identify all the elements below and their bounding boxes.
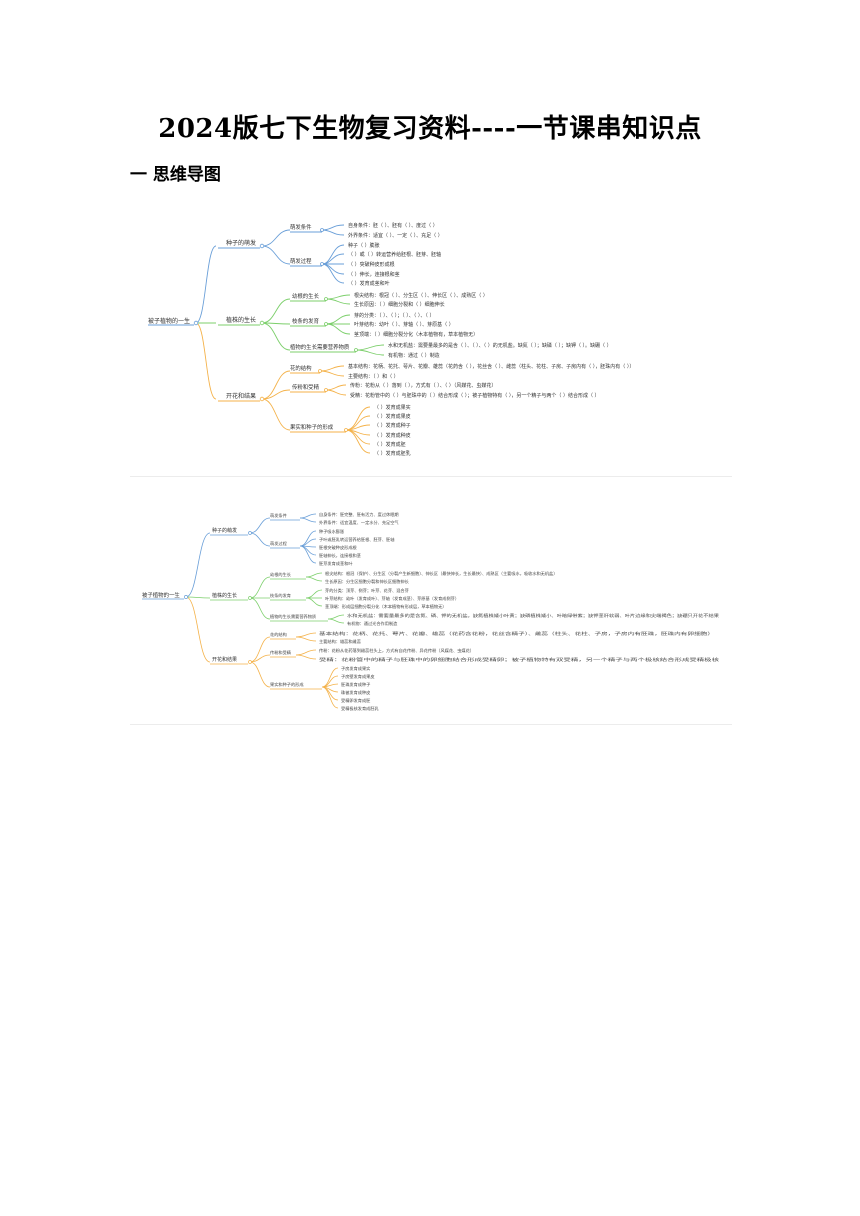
leaf: 水和无机盐：需要量最多的是含氮、磷、钾的无机盐。缺氮植株矮小叶黄；缺磷植株矮小、… xyxy=(347,612,720,619)
leaf: 自身条件：胚（ ）、胚有（ ）、度过（ ） xyxy=(348,222,438,229)
leaf: 受精：花粉管中的（ ）与胚珠中的（ ）结合形成（ ）；被子植物特有（ ），另一个… xyxy=(350,392,600,399)
leaf: 主要结构：（ ）和（ ） xyxy=(348,373,399,380)
node-nutrients: 植物的生长需要营养物质 xyxy=(270,613,316,620)
leaf: 自身条件：胚完整、胚有活力、度过休眠期 xyxy=(319,511,399,518)
node-germination-conditions: 萌发条件 xyxy=(290,223,312,231)
leaf: 传粉：花粉从（ ）落到（ ），方式有（ ）、（ ）（风媒花、虫媒花） xyxy=(350,382,496,389)
leaf: （ ）伸长，连接根和茎 xyxy=(348,271,400,278)
leaf: 子房发育成果实 xyxy=(341,665,370,672)
branch-plant-growth: 植株的生长 xyxy=(226,316,256,324)
leaf: 叶芽结构：幼叶（ ）、芽轴（ ）、芽原基（ ） xyxy=(354,321,454,328)
leaf: 主要结构：雄蕊和雌蕊 xyxy=(319,638,362,645)
node-fruit-formation: 果实和种子的形成 xyxy=(290,423,334,431)
root-node: 被子植物的一生 xyxy=(142,591,180,599)
leaf: 传粉：花粉从花药落到雌蕊柱头上，方式有自花传粉、异花传粉（风媒花、虫媒花） xyxy=(319,647,474,654)
branch-flower-fruit: 开花和结果 xyxy=(226,392,256,400)
leaf: （ ）发育成果实 xyxy=(374,404,411,411)
leaf: 茎顶端：（ ）细胞分裂分化（木本植物有，草本植物无） xyxy=(354,331,478,338)
leaf: 基本结构：花柄、花托、萼片、花瓣、雄蕊（花药含（ ），花丝含（ ）、雌蕊（柱头、… xyxy=(348,363,634,370)
node-germination-process: 萌发过程 xyxy=(290,257,312,265)
leaf: （ ）发育成茎和叶 xyxy=(348,280,390,287)
leaf: 外界条件：适宜温度、一定水分、充足空气 xyxy=(319,519,399,526)
branch-seed-germination: 种子的萌发 xyxy=(212,527,237,534)
leaf: 珠被发育成种皮 xyxy=(341,689,370,696)
leaf: （ ）发育成种皮 xyxy=(374,432,411,439)
leaf: 水和无机盐：需要量最多的是含（ ）、（ ）、（ ）的无机盐。缺氮（ ）；缺磷（ … xyxy=(388,342,612,349)
leaf: 茎顶端：形成层细胞分裂分化（木本植物有形成层，草本植物无） xyxy=(325,603,446,610)
leaf: 基本结构：花柄、花托、萼片、花瓣、雄蕊（花药含花粉，花丝含精子）、雌蕊（柱头、花… xyxy=(319,630,714,637)
leaf: 有机物：通过（ ）制造 xyxy=(388,352,440,359)
node-root-growth: 幼根的生长 xyxy=(270,571,292,578)
leaf: 受精卵发育成胚 xyxy=(341,697,371,704)
leaf: 种子（ ）膨胀 xyxy=(348,242,380,249)
leaf: 根尖结构：根冠（ ）、分生区（ ）、伸长区（ ）、成熟区（ ） xyxy=(354,292,488,299)
node-branch-development: 枝条的发育 xyxy=(270,592,291,599)
node-branch-development: 枝条的发育 xyxy=(292,317,320,325)
branch-plant-growth: 植株的生长 xyxy=(212,592,237,599)
leaf: 受精：花粉管中的精子与胚珠中的卵细胞结合形成受精卵；被子植物特有双受精，另一个精… xyxy=(319,656,720,663)
branch-seed-germination: 种子的萌发 xyxy=(226,239,256,247)
leaf: 种子吸水膨胀 xyxy=(319,528,345,535)
section-heading: 一 思维导图 xyxy=(130,165,221,185)
node-fruit-formation: 果实和种子的形成 xyxy=(270,681,304,688)
leaf: 子房壁发育成果皮 xyxy=(341,673,375,680)
leaf: 胚根突破种皮形成根 xyxy=(319,544,358,551)
leaf: 子叶或胚乳转运营养给胚根、胚芽、胚轴 xyxy=(319,536,394,543)
leaf: 根尖结构：根冠（保护）、分生区（分裂产生新细胞）、伸长区（最快伸长，生长最快）、… xyxy=(325,570,557,577)
leaf: 胚珠发育成种子 xyxy=(341,681,370,688)
root-node: 被子植物的一生 xyxy=(148,317,190,325)
leaf: （ ）发育成果皮 xyxy=(374,413,411,420)
leaf: 芽的分类：顶芽、侧芽；叶芽、花芽、混合芽 xyxy=(325,587,409,594)
node-pollination: 传粉和受精 xyxy=(270,649,291,656)
divider xyxy=(130,476,732,477)
leaf: （ ）突破种皮形成根 xyxy=(348,261,395,268)
node-root-growth: 幼根的生长 xyxy=(292,292,320,300)
leaf: （ ）发育成种子 xyxy=(374,422,411,429)
node-pollination: 传粉和受精 xyxy=(292,383,320,391)
mind-map-questions: 被子植物的一生 种子的萌发 萌发条件 自身条件：胚（ ）、胚有（ ）、度过（ ）… xyxy=(130,203,732,475)
node-nutrients: 植物的生长需要营养物质 xyxy=(290,343,350,351)
node-flower-structure: 花的结构 xyxy=(290,364,312,372)
mind-map-answers: 被子植物的一生 种子的萌发 萌发条件 自身条件：胚完整、胚有活力、度过休眠期 外… xyxy=(130,485,732,723)
page-title: 2024版七下生物复习资料----一节课串知识点 xyxy=(158,114,702,144)
leaf: 胚轴伸长，连接根和茎 xyxy=(319,552,361,559)
node-germination-process: 萌发过程 xyxy=(270,540,288,547)
leaf: （ ）发育成胚乳 xyxy=(374,450,411,457)
leaf: 胚芽发育成茎和叶 xyxy=(319,560,353,567)
leaf: 有机物：通过光合作用制造 xyxy=(347,620,398,627)
mind-map-2-svg: 被子植物的一生 种子的萌发 萌发条件 自身条件：胚完整、胚有活力、度过休眠期 外… xyxy=(142,511,720,712)
leaf: （ ）发育成胚 xyxy=(374,441,406,448)
leaf: 生长原因：分生区细胞分裂和伸长区细胞伸长 xyxy=(325,578,410,585)
leaf: 芽的分类：（ ）、（ ）；（ ）、（ ）、（ ） xyxy=(354,312,434,319)
leaf: 生长原因：（ ）细胞分裂和（ ）细胞伸长 xyxy=(354,301,445,308)
branch-flower-fruit: 开花和结果 xyxy=(212,656,237,663)
mind-map-1-svg: 被子植物的一生 种子的萌发 萌发条件 自身条件：胚（ ）、胚有（ ）、度过（ ）… xyxy=(148,222,634,457)
node-flower-structure: 花的结构 xyxy=(270,631,287,638)
leaf: （ ）或（ ）转运营养给胚根、胚芽、胚轴 xyxy=(348,251,441,258)
leaf: 叶芽结构：幼叶（发育成叶）、芽轴（发育成茎）、芽原基（发育成侧芽） xyxy=(325,595,459,602)
leaf: 外界条件：适宜（ ）、一定（ ）、充足（ ） xyxy=(348,232,443,239)
leaf: 受精极核发育成胚乳 xyxy=(341,705,380,712)
node-germination-conditions: 萌发条件 xyxy=(270,512,287,519)
divider xyxy=(130,724,732,725)
